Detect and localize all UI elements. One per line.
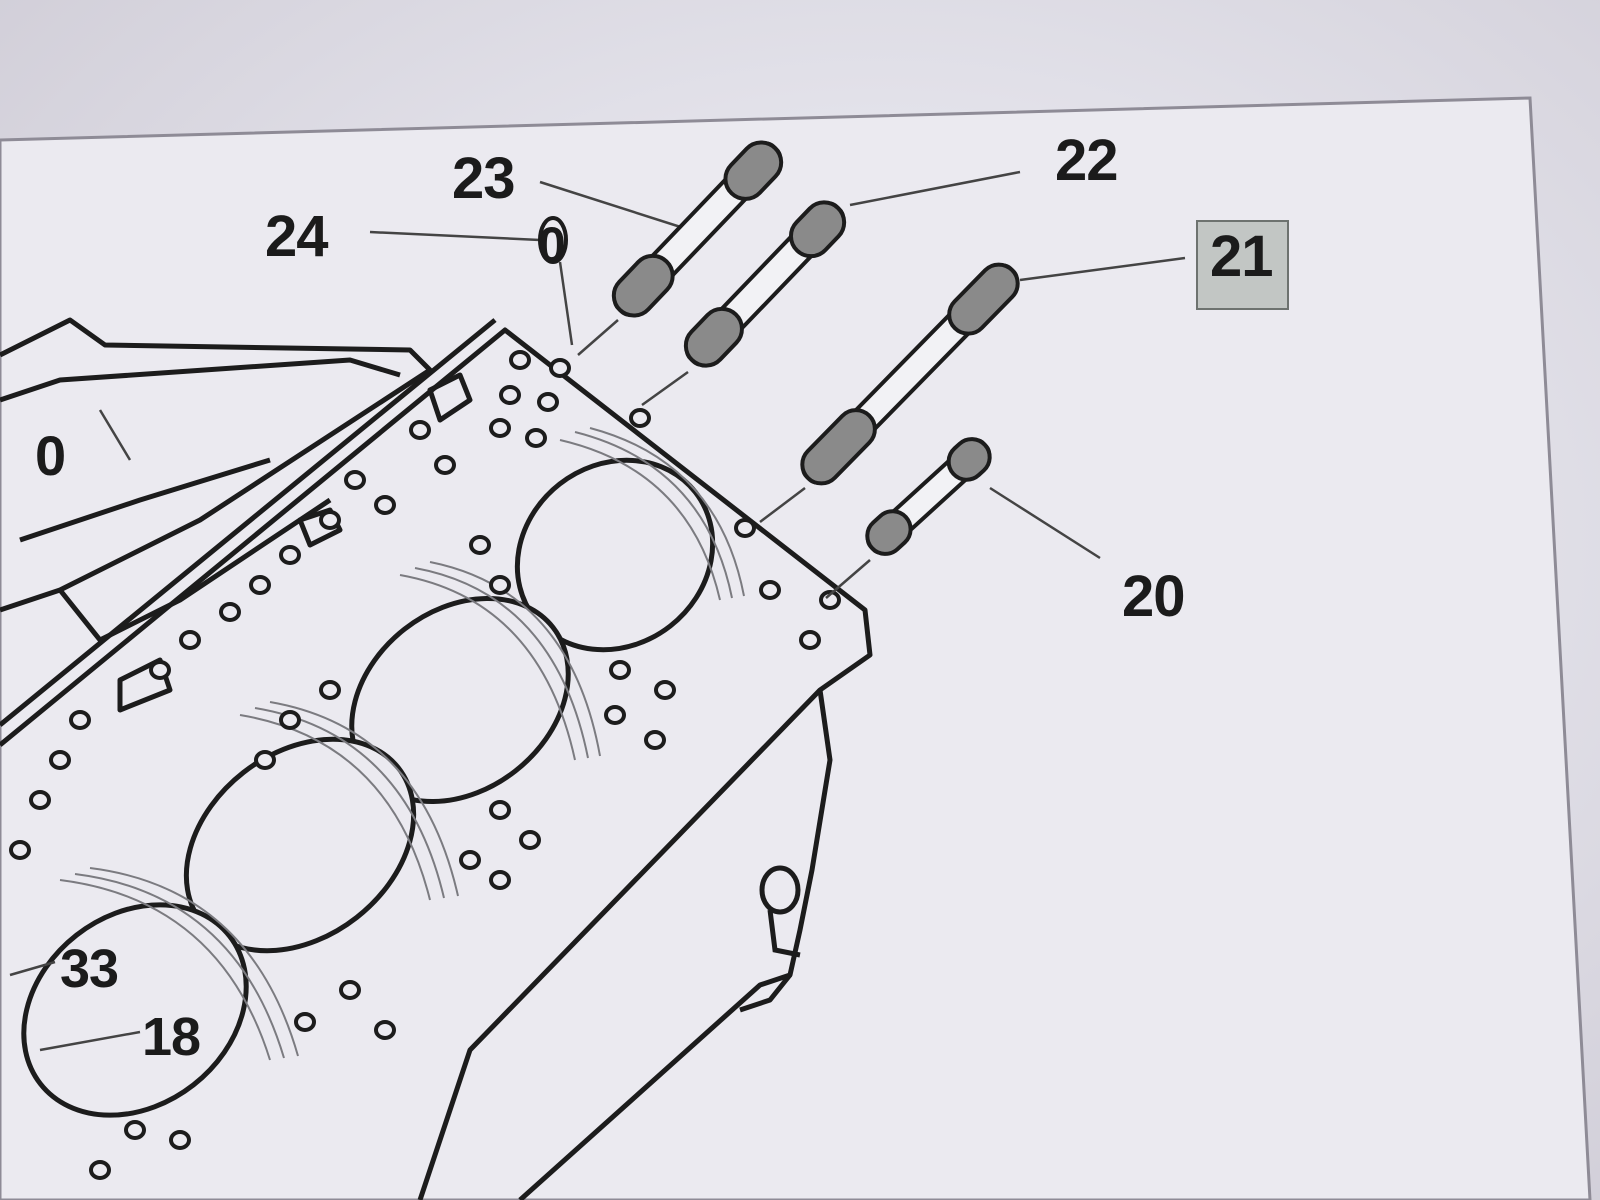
callout-21-selected[interactable]: 21 <box>1196 220 1289 310</box>
stud-21 <box>800 262 1020 486</box>
leader-stud-2 <box>641 370 689 407</box>
bolt-hole <box>374 1020 396 1040</box>
bolt-hole <box>489 575 511 595</box>
bolt-hole <box>9 840 31 860</box>
bolt-hole <box>759 580 781 600</box>
bolt-holes <box>9 350 841 1180</box>
bolt-hole <box>219 602 241 622</box>
leader-18 <box>39 1030 141 1052</box>
mounting-boss <box>759 865 801 958</box>
callout-33[interactable]: 33 <box>60 939 119 999</box>
bolt-hole <box>49 750 71 770</box>
bolt-hole <box>69 710 91 730</box>
stud-23 <box>611 140 784 318</box>
bolt-hole <box>89 1160 111 1180</box>
leader-lines <box>9 170 1186 1052</box>
callout-23[interactable]: 23 <box>452 146 516 211</box>
callout-22[interactable]: 22 <box>1055 128 1119 193</box>
bolt-hole <box>489 418 511 438</box>
bolt-hole <box>249 575 271 595</box>
washer-part-0 <box>538 216 568 264</box>
bolt-hole <box>29 790 51 810</box>
bolt-hole <box>734 518 756 538</box>
bolt-hole <box>609 660 631 680</box>
bolt-hole <box>604 705 626 725</box>
bolt-hole <box>339 980 361 1000</box>
leader-22 <box>849 170 1021 207</box>
leader-24 <box>369 230 541 242</box>
bolt-hole <box>294 1012 316 1032</box>
bolt-hole <box>469 535 491 555</box>
bolt-hole <box>319 510 341 530</box>
leader-33 <box>9 960 56 977</box>
bolt-hole <box>509 350 531 370</box>
leader-stud-1 <box>577 319 619 356</box>
bolt-hole <box>519 830 541 850</box>
cylinder-bores <box>21 457 716 1118</box>
callout-0-top[interactable]: 0 <box>538 217 566 273</box>
bolt-hole <box>344 470 366 490</box>
callout-0-left[interactable]: 0 <box>35 424 66 487</box>
leader-23 <box>539 180 691 232</box>
bolt-hole <box>254 750 276 770</box>
leader-stud-3 <box>759 487 806 523</box>
leader-left <box>98 409 132 461</box>
bolt-hole <box>434 455 456 475</box>
leader-stud-4 <box>825 559 871 599</box>
bolt-hole <box>169 1130 191 1150</box>
leader-20 <box>989 486 1101 560</box>
bolt-hole <box>537 392 559 412</box>
bolt-hole <box>124 1120 146 1140</box>
bolt-hole <box>629 408 651 428</box>
cylinder-block <box>0 317 873 1200</box>
bolt-hole <box>374 495 396 515</box>
bolt-hole <box>489 870 511 890</box>
callout-24[interactable]: 24 <box>265 204 329 269</box>
bolt-hole <box>525 428 547 448</box>
bolt-hole <box>499 385 521 405</box>
cylinder-studs <box>611 140 1020 556</box>
bolt-hole <box>549 358 571 378</box>
bolt-hole <box>279 710 301 730</box>
bolt-hole <box>644 730 666 750</box>
bolt-hole <box>319 680 341 700</box>
bolt-hole <box>179 630 201 650</box>
callout-18[interactable]: 18 <box>142 1007 201 1067</box>
callout-20[interactable]: 20 <box>1122 564 1186 629</box>
stud-22 <box>683 200 847 368</box>
leader-0-top <box>558 261 574 346</box>
bolt-hole <box>149 660 171 680</box>
stud-20 <box>865 437 992 556</box>
bolt-hole <box>489 800 511 820</box>
bolt-hole <box>654 680 676 700</box>
bolt-hole <box>799 630 821 650</box>
bore-hatching <box>59 427 745 1061</box>
bolt-hole <box>279 545 301 565</box>
bolt-hole <box>819 590 841 610</box>
bolt-hole <box>409 420 431 440</box>
bolt-hole <box>459 850 481 870</box>
leader-21 <box>1019 256 1186 282</box>
